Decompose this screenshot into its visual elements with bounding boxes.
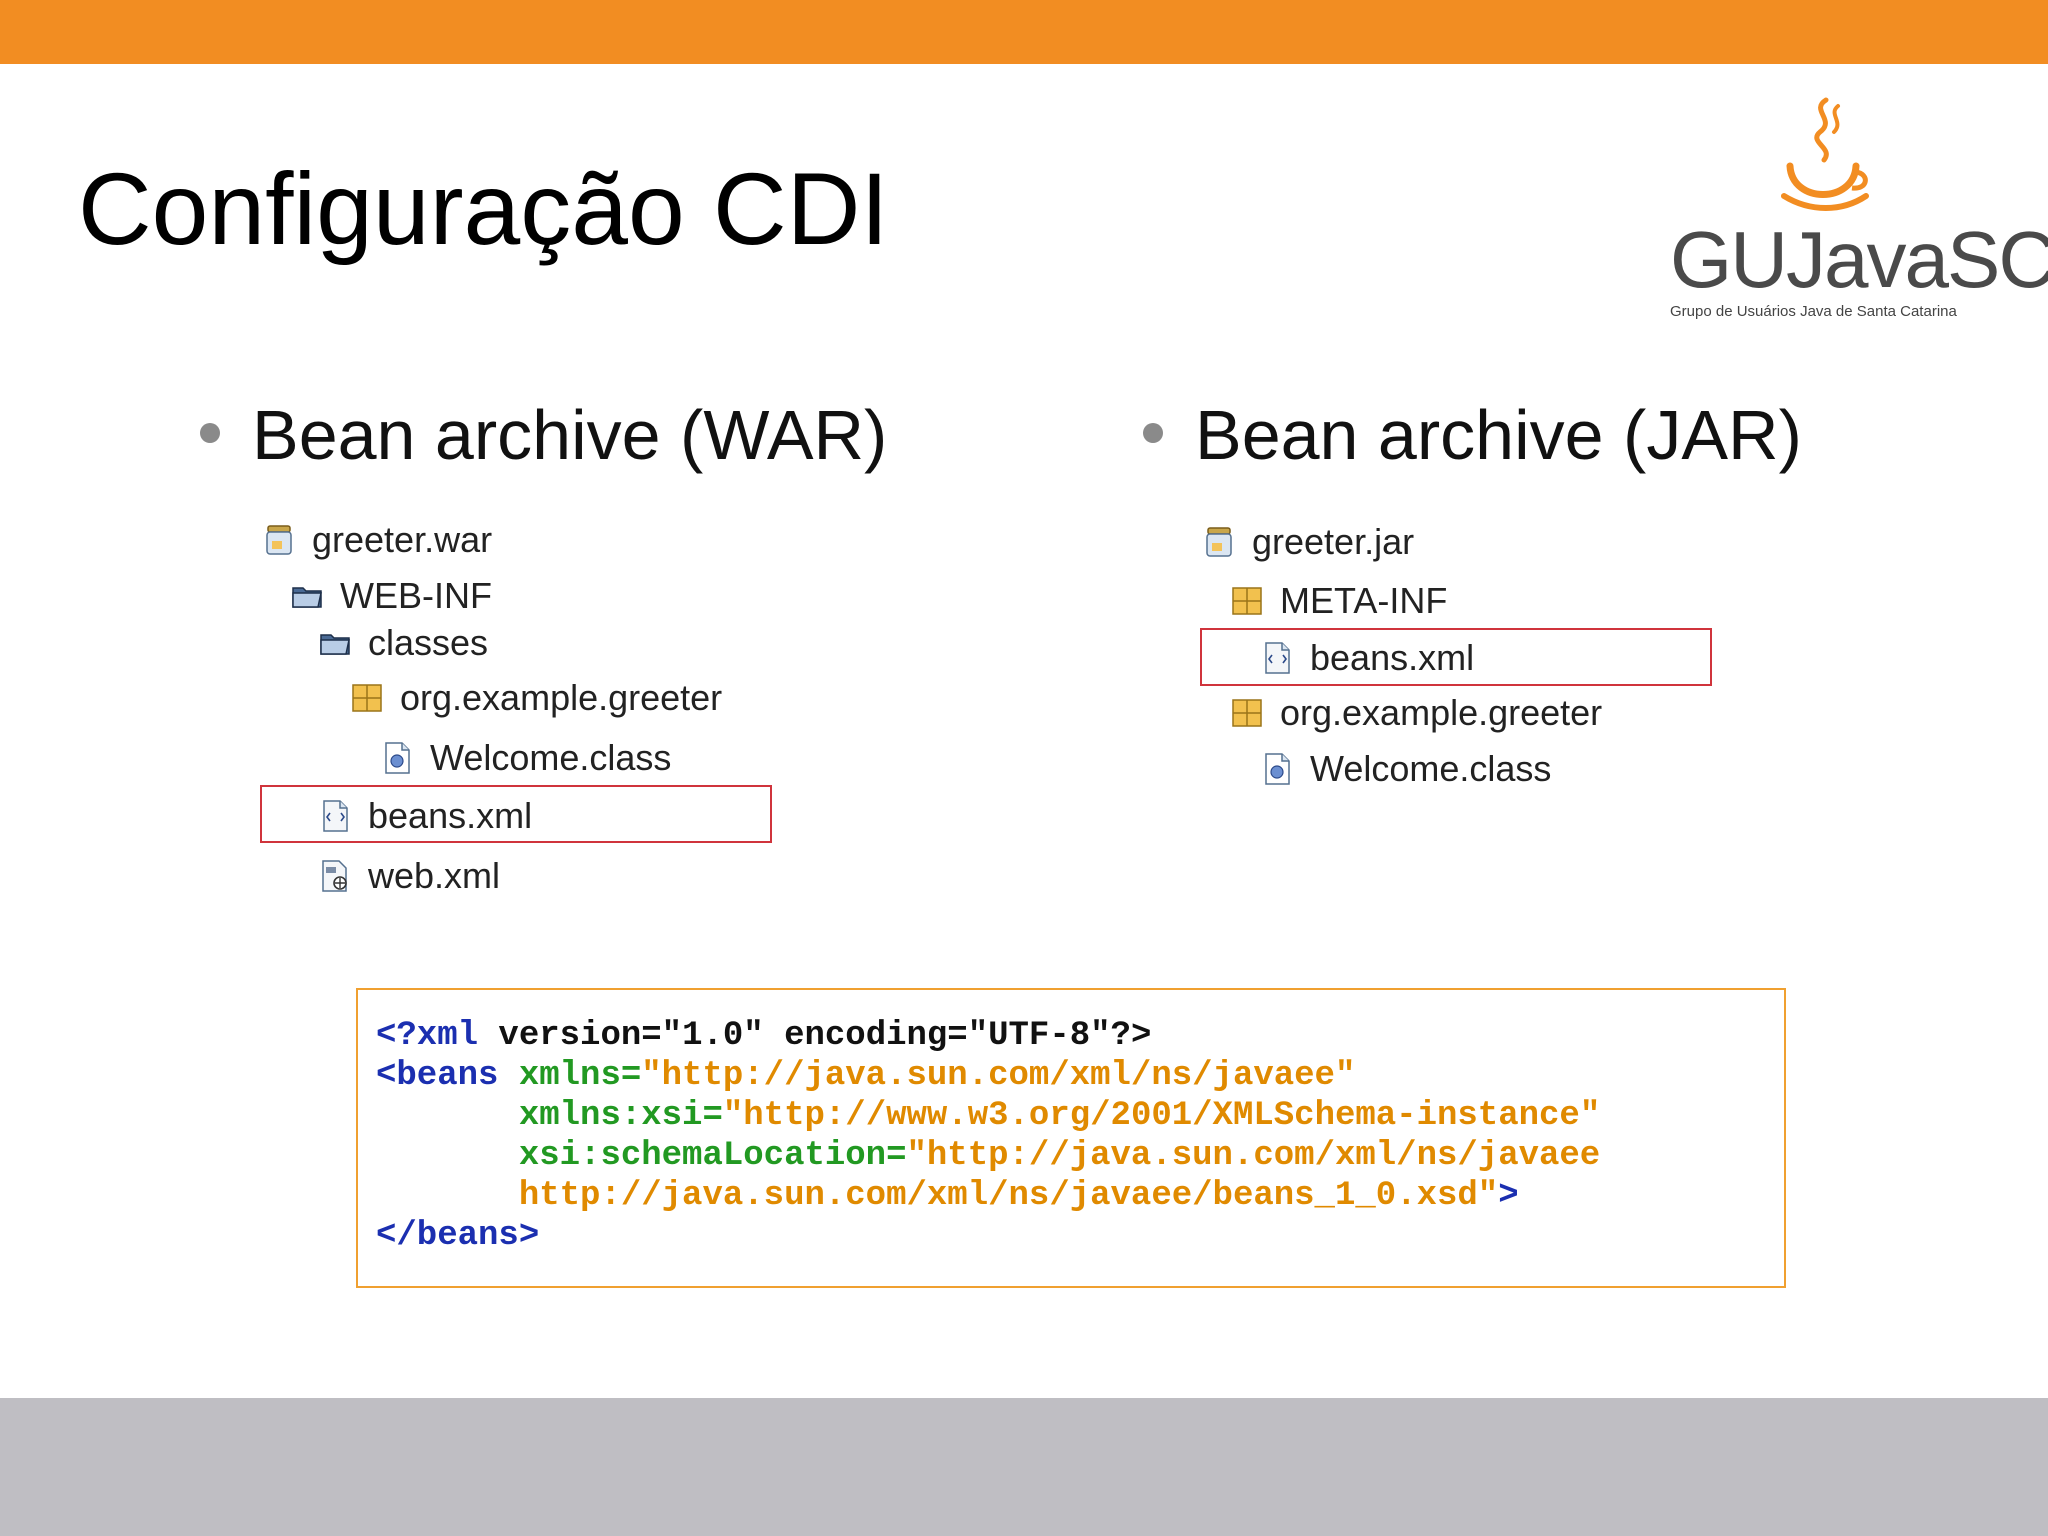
tree-item-org-example-greeter[interactable]: org.example.greeter bbox=[350, 680, 722, 716]
tree-item-label: org.example.greeter bbox=[400, 677, 723, 718]
class-file-icon bbox=[1265, 753, 1290, 785]
bullet-dot bbox=[1143, 422, 1163, 443]
tree-item-greeter-war[interactable]: greeter.war bbox=[262, 522, 492, 558]
top-accent-bar bbox=[0, 0, 2048, 64]
code-l4-attr: xsi:schemaLocation= bbox=[518, 1137, 907, 1175]
code-l3-val: "http://www.w3.org/2001/XMLSchema-instan… bbox=[722, 1097, 1601, 1135]
tree-item-classes[interactable]: classes bbox=[318, 625, 488, 661]
code-l2-tag: <beans bbox=[376, 1057, 499, 1095]
jar-heading: Bean archive (JAR) bbox=[1143, 400, 1802, 470]
tree-item-label: beans.xml bbox=[1310, 637, 1475, 678]
code-l5-val: http://java.sun.com/xml/ns/javaee/beans_… bbox=[518, 1177, 1499, 1215]
code-l2-val: "http://java.sun.com/xml/ns/javaee" bbox=[641, 1057, 1356, 1095]
tree-item-meta-inf[interactable]: META-INF bbox=[1230, 583, 1447, 619]
code-block: <?xml version="1.0" encoding="UTF-8"?> <… bbox=[376, 1016, 1600, 1256]
folder-icon bbox=[320, 634, 350, 655]
package-icon bbox=[352, 684, 382, 712]
logo-name: GUJavaSC bbox=[1670, 215, 2048, 304]
jar-heading-text: Bean archive (JAR) bbox=[1195, 396, 1802, 474]
logo-subtitle: Grupo de Usuários Java de Santa Catarina bbox=[1670, 303, 1957, 320]
tree-item-label: beans.xml bbox=[368, 795, 533, 836]
code-l1-rest: version="1.0" encoding="UTF-8"?> bbox=[478, 1017, 1152, 1055]
tree-item-label: META-INF bbox=[1280, 580, 1448, 621]
beans-xml-highlight bbox=[260, 785, 772, 843]
tree-item-web-inf[interactable]: WEB-INF bbox=[290, 578, 492, 614]
code-l6-tag: </beans> bbox=[376, 1217, 540, 1255]
class-file-icon bbox=[385, 742, 410, 774]
tree-item-web-xml[interactable]: web.xml bbox=[318, 858, 500, 894]
package-icon bbox=[1232, 587, 1262, 615]
bullet-dot bbox=[200, 422, 220, 443]
slide-title: Configuração CDI bbox=[78, 152, 889, 266]
jar-archive-icon bbox=[1206, 527, 1232, 557]
xml-config-icon bbox=[322, 860, 347, 892]
tree-item-welcome-class[interactable]: Welcome.class bbox=[1260, 751, 1551, 787]
tree-item-label: org.example.greeter bbox=[1280, 692, 1603, 733]
coffee-cup-icon bbox=[1781, 97, 1869, 211]
jar-archive-icon bbox=[266, 525, 292, 555]
tree-item-welcome-class[interactable]: Welcome.class bbox=[380, 740, 671, 776]
code-l1-tag: <?xml bbox=[376, 1017, 479, 1055]
tree-item-label: Welcome.class bbox=[1310, 748, 1552, 789]
tree-item-beans-xml[interactable]: beans.xml bbox=[318, 798, 532, 834]
code-l2-attr: xmlns= bbox=[518, 1057, 642, 1095]
tree-item-label: Welcome.class bbox=[430, 737, 672, 778]
beans-xml-highlight bbox=[1200, 628, 1712, 686]
package-icon bbox=[1232, 699, 1262, 727]
tree-item-beans-xml[interactable]: beans.xml bbox=[1260, 640, 1474, 676]
logo: GUJavaSC Grupo de Usuários Java de Santa… bbox=[1660, 96, 2048, 326]
tree-item-label: web.xml bbox=[368, 855, 501, 896]
tree-item-greeter-jar[interactable]: greeter.jar bbox=[1202, 524, 1414, 560]
code-l4-val: "http://java.sun.com/xml/ns/javaee bbox=[906, 1137, 1601, 1175]
tree-item-label: classes bbox=[368, 622, 489, 663]
folder-icon bbox=[292, 587, 322, 608]
tree-item-label: greeter.jar bbox=[1252, 521, 1415, 562]
xml-file-icon bbox=[323, 800, 348, 832]
tree-item-org-example-greeter[interactable]: org.example.greeter bbox=[1230, 695, 1602, 731]
code-l3-attr: xmlns:xsi= bbox=[518, 1097, 723, 1135]
xml-file-icon bbox=[1265, 642, 1290, 674]
tree-item-label: greeter.war bbox=[312, 519, 493, 560]
beans-xml-code-box: <?xml version="1.0" encoding="UTF-8"?> <… bbox=[356, 988, 1786, 1288]
war-heading-text: Bean archive (WAR) bbox=[252, 396, 888, 474]
war-heading: Bean archive (WAR) bbox=[200, 400, 887, 470]
tree-item-label: WEB-INF bbox=[340, 575, 492, 616]
code-l5-end: > bbox=[1498, 1177, 1519, 1215]
bottom-footer-bar bbox=[0, 1398, 2048, 1536]
